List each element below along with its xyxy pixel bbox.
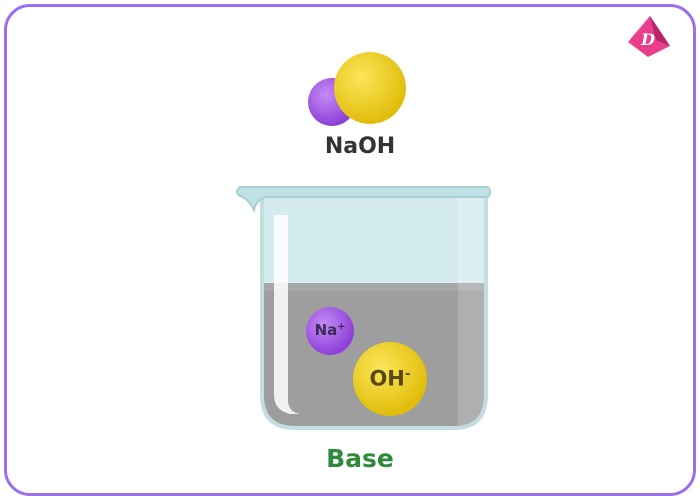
classification-label: Base — [326, 444, 394, 473]
beaker-rim — [236, 186, 492, 214]
sodium-ion-symbol: Na — [314, 321, 338, 339]
sodium-ion-label: Na+ — [300, 321, 360, 339]
hydroxide-group — [334, 52, 406, 124]
hydroxide-ion-charge: - — [404, 366, 411, 382]
sodium-ion — [306, 307, 354, 355]
compound-formula: NaOH — [324, 134, 396, 159]
hydroxide-ion-label: OH- — [340, 366, 440, 391]
logo-icon: D — [628, 16, 670, 57]
sodium-ion-charge: + — [337, 321, 346, 333]
hydroxide-ion — [353, 342, 427, 416]
logo-letter: D — [640, 30, 655, 49]
naoh-molecule — [308, 52, 406, 126]
glass-highlight — [274, 215, 300, 414]
hydroxide-ion-symbol: OH — [369, 366, 405, 391]
